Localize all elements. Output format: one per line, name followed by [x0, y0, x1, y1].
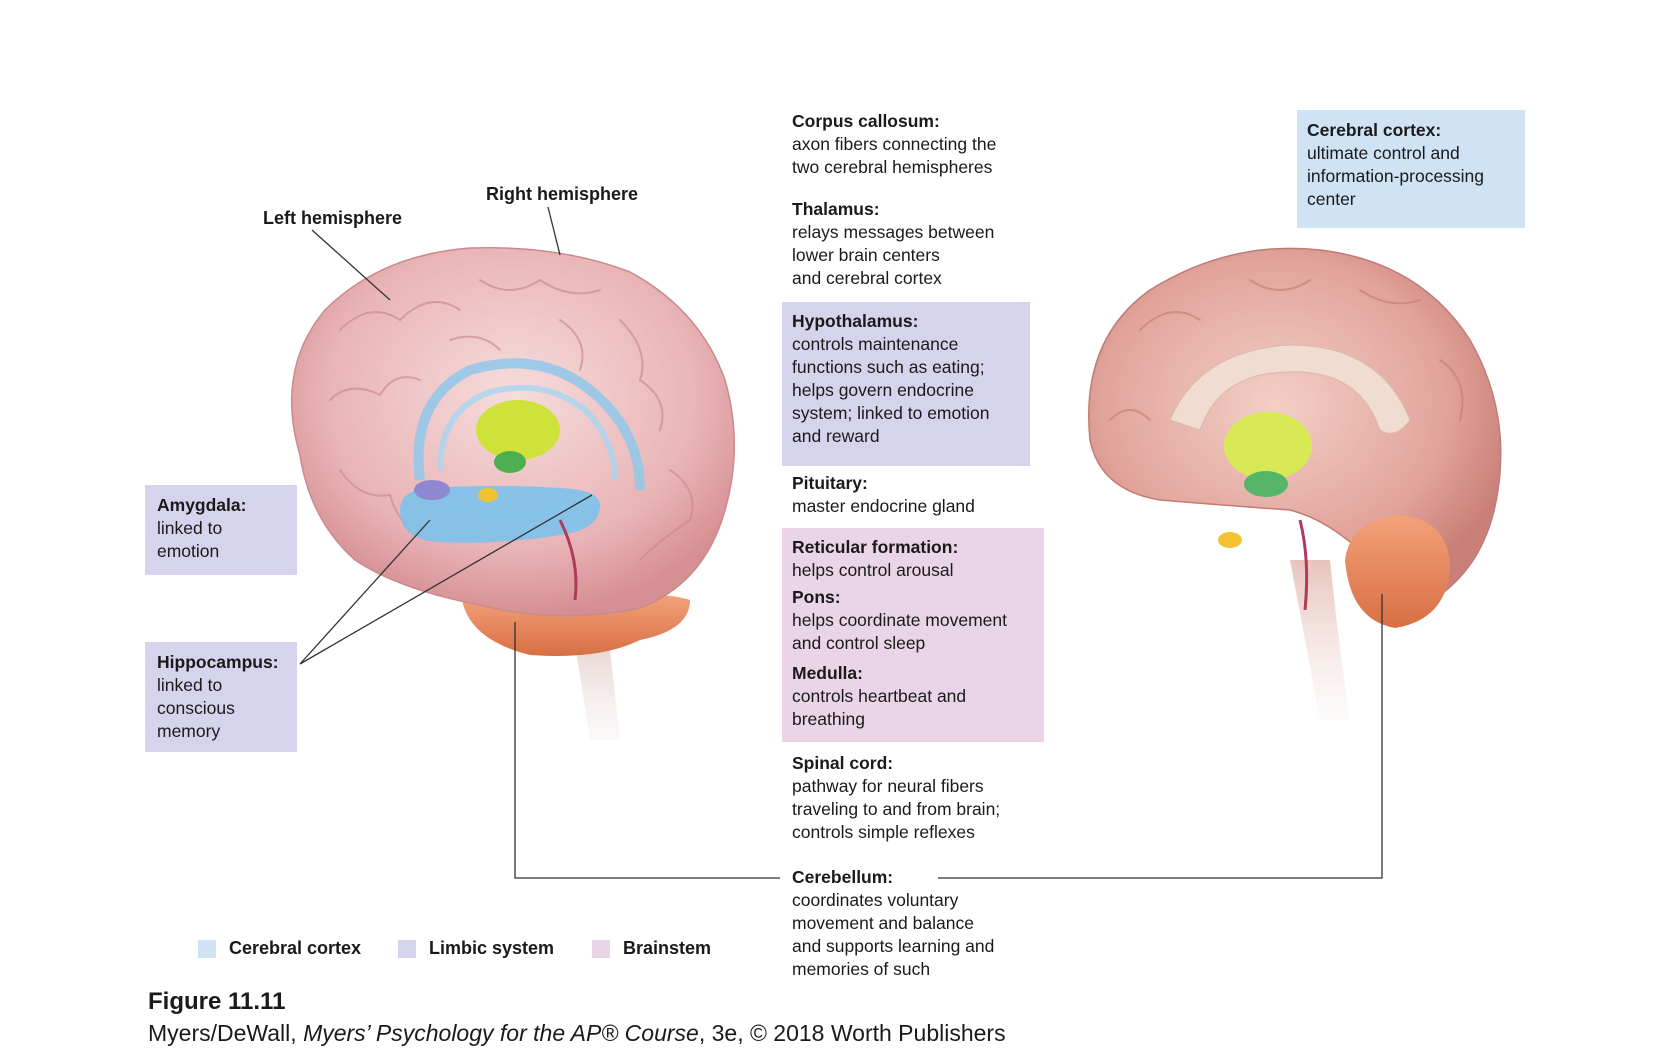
legend-label-brainstem: Brainstem: [623, 938, 712, 958]
right-hemisphere-label: Right hemisphere: [486, 184, 639, 204]
leader-lines: [299, 206, 1383, 879]
medulla-desc: controls heartbeat and breathing: [792, 686, 967, 729]
hypothalamus-desc: controls maintenance functions such as e…: [792, 334, 990, 446]
pons-label: Pons: helps coordinate movement and cont…: [792, 586, 1007, 655]
spinal-cord-desc: pathway for neural fibers traveling to a…: [792, 776, 1001, 842]
right-brainstem: [1290, 560, 1350, 720]
figure-credit-publisher: , 3e, © 2018 Worth Publishers: [698, 1020, 1006, 1046]
thalamus-label: Thalamus: relays messages between lower …: [792, 198, 994, 290]
figure-credit-authors: Myers/DeWall,: [148, 1020, 304, 1046]
cerebral-cortex-title: Cerebral cortex:: [1307, 120, 1442, 140]
figure-credit: Myers/DeWall, Myers’ Psychology for the …: [148, 1020, 1006, 1047]
thalamus-desc: relays messages between lower brain cent…: [792, 222, 995, 288]
legend-swatch-limbic-system: [398, 939, 416, 958]
right-brain: [1088, 247, 1502, 720]
legend-item-limbic-system: Limbic system: [398, 938, 554, 959]
right-cerebellum: [1345, 515, 1450, 628]
medulla-label: Medulla: controls heartbeat and breathin…: [792, 662, 966, 731]
hippocampus-box-bg: [145, 642, 297, 752]
legend-label-cerebral-cortex: Cerebral cortex: [229, 938, 362, 958]
pons-desc: helps coordinate movement and control sl…: [792, 610, 1007, 653]
amygdala-box-bg: [145, 485, 297, 575]
hippocampus-desc: linked to conscious memory: [157, 675, 235, 741]
legend-label-limbic-system: Limbic system: [429, 938, 555, 958]
hypothalamus-label: Hypothalamus: controls maintenance funct…: [792, 310, 989, 448]
figure-title: Figure 11.11: [148, 988, 286, 1015]
medulla-title: Medulla:: [792, 663, 863, 683]
spinal-cord-label: Spinal cord: pathway for neural fibers t…: [792, 752, 1000, 844]
reticular-label: Reticular formation: helps control arous…: [792, 536, 958, 582]
right-thalamus: [1224, 412, 1312, 480]
cerebellum-title: Cerebellum:: [792, 867, 894, 887]
pons-title: Pons:: [792, 587, 841, 607]
hippocampus-label: Hippocampus: linked to conscious memory: [157, 651, 279, 743]
pituitary-label: Pituitary: master endocrine gland: [792, 472, 975, 518]
cerebral-cortex-desc: ultimate control and information-process…: [1307, 143, 1485, 209]
spinal-cord-title: Spinal cord:: [792, 753, 894, 773]
pituitary-desc: master endocrine gland: [792, 496, 975, 516]
pituitary-title: Pituitary:: [792, 473, 868, 493]
amygdala-title: Amygdala:: [157, 495, 247, 515]
left-thalamus: [476, 400, 560, 460]
hypothalamus-box-bg: [782, 302, 1030, 466]
reticular-desc: helps control arousal: [792, 560, 954, 580]
reticular-title: Reticular formation:: [792, 537, 959, 557]
legend-swatch-cerebral-cortex: [198, 939, 216, 958]
corpus-callosum-title: Corpus callosum:: [792, 111, 940, 131]
figure-credit-book: Myers’ Psychology for the AP® Course: [303, 1020, 699, 1046]
corpus-callosum-desc: axon fibers connecting the two cerebral …: [792, 134, 997, 177]
amygdala-label: Amygdala: linked to emotion: [157, 494, 246, 563]
hypothalamus-title: Hypothalamus:: [792, 311, 919, 331]
cerebellum-label: Cerebellum: coordinates voluntary moveme…: [792, 866, 994, 981]
left-gyri: [329, 278, 694, 561]
cortex-box-bg: [1297, 110, 1525, 228]
thalamus-title: Thalamus:: [792, 199, 880, 219]
left-brain: [290, 246, 736, 740]
legend-item-brainstem: Brainstem: [592, 938, 711, 959]
legend-item-cerebral-cortex: Cerebral cortex: [198, 938, 361, 959]
legend-swatch-brainstem: [592, 939, 610, 958]
left-amygdala: [414, 480, 450, 500]
right-gyri: [1109, 279, 1464, 421]
amygdala-desc: linked to emotion: [157, 518, 223, 561]
hippocampus-title: Hippocampus:: [157, 652, 279, 672]
left-hippocampus: [400, 486, 600, 543]
brainstem-box-bg: [782, 528, 1044, 742]
right-corpus-callosum: [1169, 344, 1411, 434]
cerebellum-desc: coordinates voluntary movement and balan…: [792, 890, 995, 979]
left-hemisphere-label: Left hemisphere: [263, 208, 403, 228]
corpus-callosum-label: Corpus callosum: axon fibers connecting …: [792, 110, 996, 179]
cerebral-cortex-label: Cerebral cortex: ultimate control and in…: [1307, 119, 1484, 211]
left-fornix-ring: [413, 358, 645, 491]
